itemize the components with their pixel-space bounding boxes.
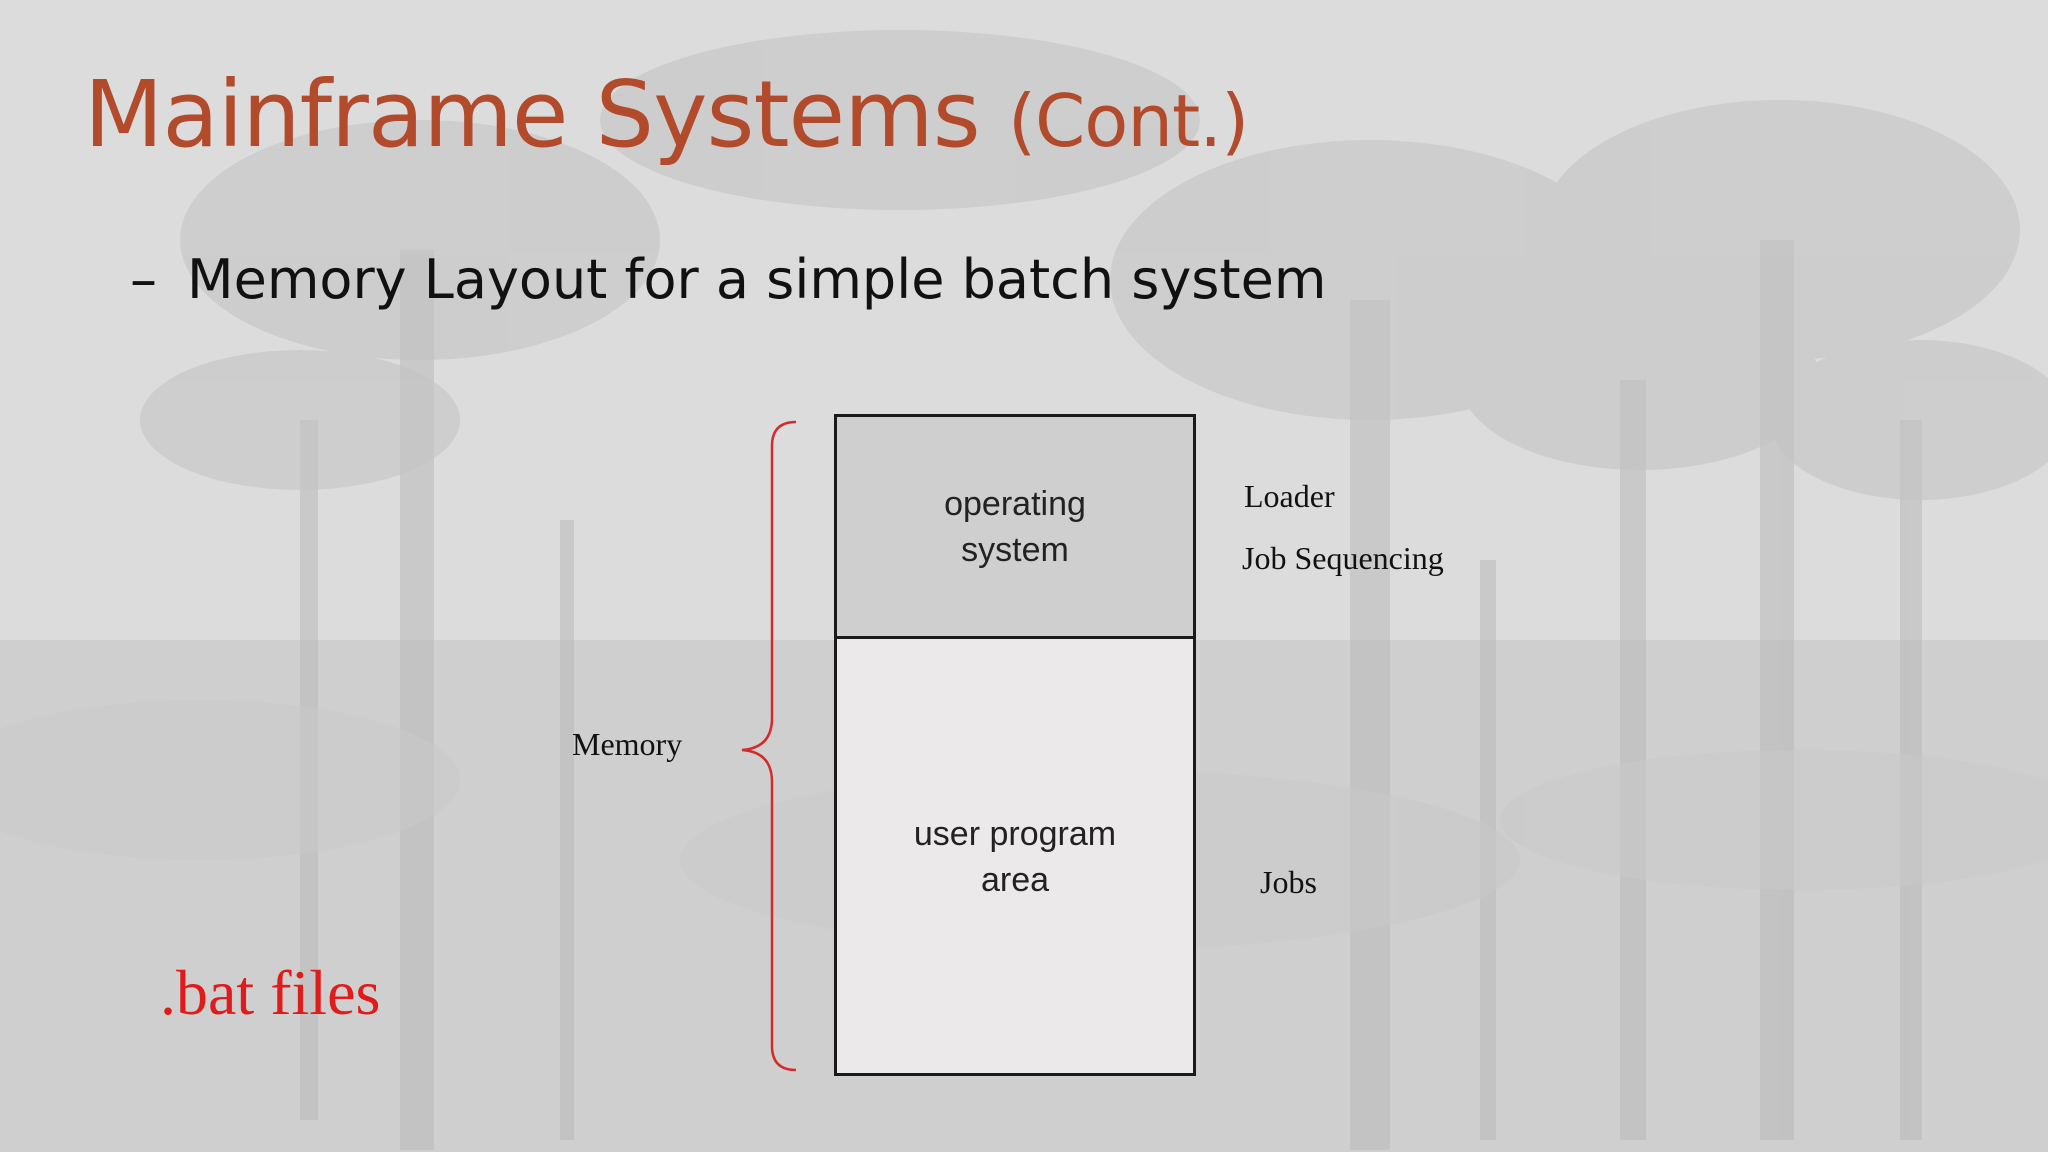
user-label-line2: area — [980, 861, 1050, 899]
bullet-dash: – — [130, 248, 157, 311]
bullet-text: Memory Layout for a simple batch system — [187, 248, 1327, 311]
memory-layout-box: operating system user program area — [834, 414, 1196, 1076]
title-suffix: (Cont.) — [1007, 79, 1249, 163]
memory-brace — [741, 420, 797, 1072]
operating-system-region: operating system — [837, 417, 1193, 639]
bat-files-annotation: .bat files — [160, 957, 381, 1028]
user-label-line1: user program — [913, 815, 1117, 853]
os-label-line2: system — [961, 531, 1069, 569]
bullet-item: –Memory Layout for a simple batch system — [130, 248, 1326, 311]
loader-label: Loader — [1244, 478, 1335, 514]
os-label-line1: operating — [944, 485, 1086, 523]
user-program-area-label: user program area — [837, 811, 1193, 903]
jobs-label: Jobs — [1260, 864, 1317, 900]
os-label: operating system — [837, 481, 1193, 573]
slide-title: Mainframe Systems (Cont.) — [84, 61, 1249, 168]
memory-label: Memory — [572, 726, 683, 762]
title-main: Mainframe Systems — [84, 61, 981, 168]
job-sequencing-label: Job Sequencing — [1242, 540, 1444, 576]
